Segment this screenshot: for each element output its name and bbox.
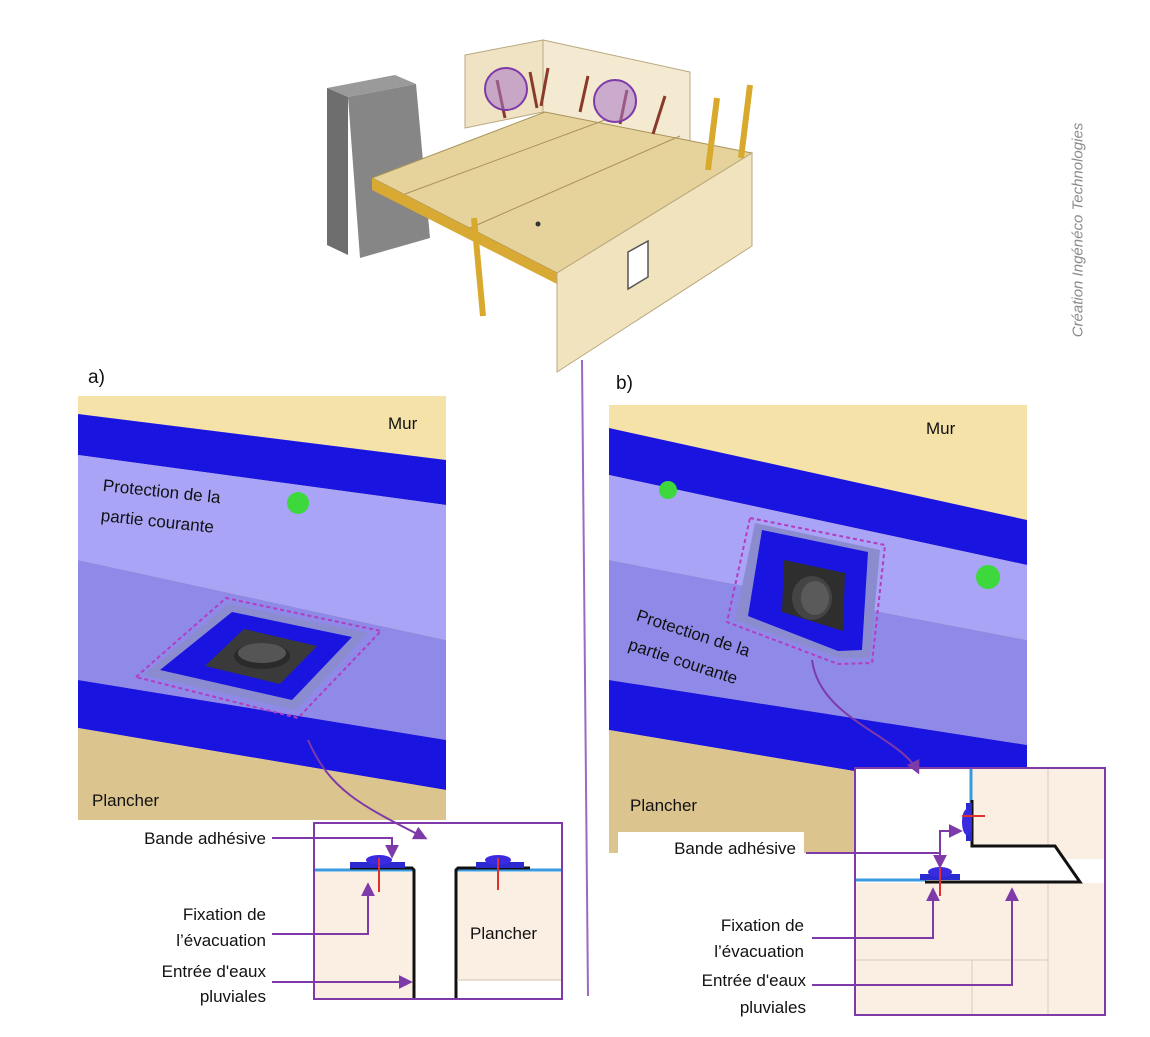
inset-a: [313, 822, 563, 1000]
label-inset-plancher-a: Plancher: [470, 924, 538, 943]
inset-b: [854, 767, 1106, 1016]
callouts-b: [806, 659, 1019, 986]
label-entree-b-1: Entrée d'eaux: [701, 971, 806, 990]
label-plancher-a: Plancher: [92, 791, 160, 810]
label-entree-a-2: pluviales: [199, 987, 266, 1006]
label-entree-a-1: Entrée d'eaux: [161, 962, 266, 981]
drain-a: [133, 596, 383, 720]
green-dot-b-right: [976, 565, 1000, 589]
label-mur-a: Mur: [388, 414, 418, 433]
callouts-a: [272, 739, 428, 989]
panel-b-tag: b): [616, 373, 633, 394]
green-dot-a: [287, 492, 309, 514]
floor-deck: [370, 111, 754, 284]
posts: [471, 84, 753, 317]
front-wall: [556, 152, 753, 373]
label-fixation-b-2: l’évacuation: [714, 942, 804, 961]
label-mur-b: Mur: [926, 419, 956, 438]
label-bande-b: Bande adhésive: [674, 839, 796, 858]
label-entree-b-2: pluviales: [739, 998, 806, 1017]
label-fixation-b-1: Fixation de: [720, 916, 804, 935]
green-dot-b-left: [659, 481, 677, 499]
panel-a-scene: [78, 396, 446, 820]
label-bande-a: Bande adhésive: [144, 829, 266, 848]
highlight-circle-right: [593, 79, 637, 123]
panel-a-tag: a): [88, 367, 105, 388]
label-fixation-a-2: l’évacuation: [176, 931, 266, 950]
separator-line: [581, 359, 589, 997]
label-fixation-a-1: Fixation de: [182, 905, 266, 924]
drain-b: [725, 516, 887, 666]
model-3d: [327, 39, 754, 373]
panel-b-label-backdrop: [618, 832, 804, 854]
highlight-circle-left: [484, 67, 528, 111]
label-plancher-b: Plancher: [630, 796, 698, 815]
